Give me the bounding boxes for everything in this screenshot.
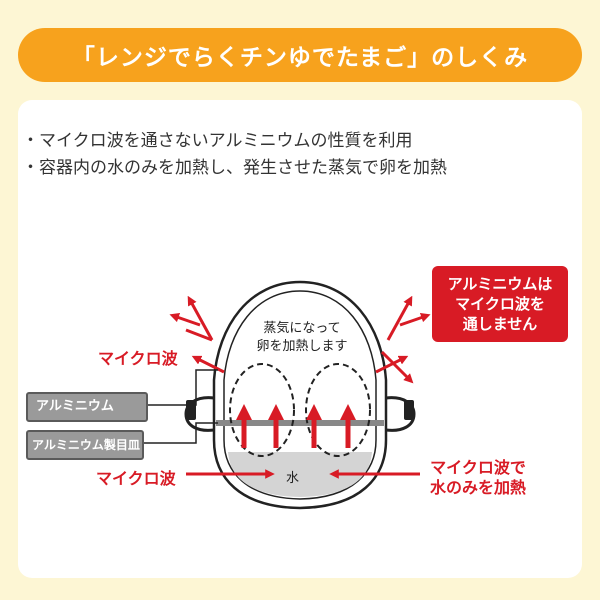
steam-label: 蒸気になって 卵を加熱します [252,320,352,356]
microwave-heats-water-label: マイクロ波で 水のみを加熱 [430,458,526,498]
title-banner: 「レンジでらくチンゆでたまご」のしくみ [18,28,582,82]
microwave-reflect-arrow [380,350,414,384]
steam-label-line2: 卵を加熱します [256,339,348,354]
warning-line2: マイクロ波を [455,295,545,313]
right-label-line1: マイクロ波で [430,458,526,477]
container-inner-line [223,290,377,500]
aluminium-dish [216,420,384,426]
microwave-reflect-arrow [187,295,214,341]
microwave-reflect-arrow [399,313,431,327]
right-clip [404,400,414,420]
aluminium-tag: アルミニウム [26,392,148,422]
warning-line1: アルミニウムは [447,275,553,293]
bullet-item: ・マイクロ波を通さないアルミニウムの性質を利用 [22,131,413,151]
bullet-item: ・容器内の水のみを加熱し、発生させた蒸気で卵を加熱 [22,158,447,178]
microwave-label-top: マイクロ波 [98,349,178,368]
left-clip [186,400,196,420]
microwave-reflect-arrow [185,328,213,342]
warning-line3: 通しません [462,315,538,333]
steam-label-line1: 蒸気になって [263,321,341,336]
microwave-reflect-arrow [375,355,409,374]
water-label: 水 [286,471,300,486]
aluminium-dish-tag: アルミニウム製目皿 [26,430,144,460]
leader-line-aluminium [136,369,218,406]
warning-box: アルミニウムは マイクロ波を 通しません [432,266,568,342]
leader-line-dish [140,422,218,444]
microwave-reflect-arrow [191,355,225,374]
microwave-reflect-arrow [169,313,201,327]
container-outline [212,280,388,510]
page-title: 「レンジでらくチンゆでたまご」のしくみ [71,45,529,71]
water-area [228,452,372,497]
egg-left [229,363,295,457]
bullet-list: ・マイクロ波を通さないアルミニウムの性質を利用 ・容器内の水のみを加熱し、発生さ… [22,128,447,182]
microwave-reflect-arrow [386,295,413,341]
microwave-label-bottom: マイクロ波 [96,469,176,488]
right-label-line2: 水のみを加熱 [430,478,527,497]
